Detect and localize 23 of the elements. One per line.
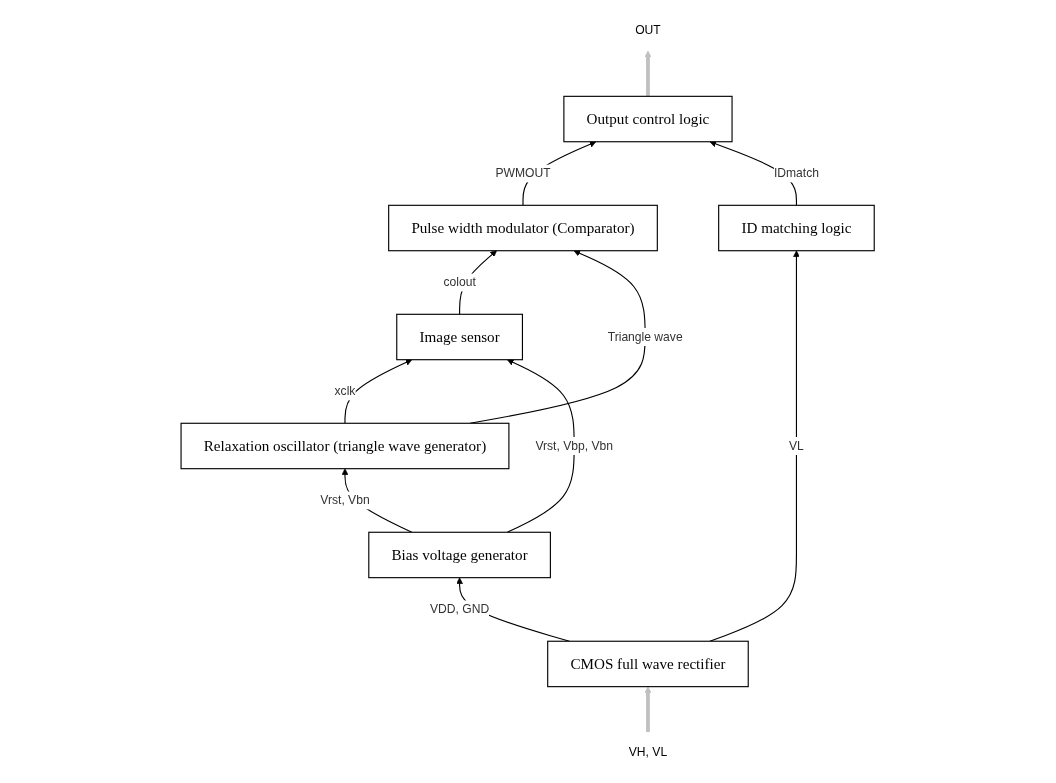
edge-label: PWMOUT <box>495 166 551 180</box>
node-box: Image sensor <box>396 313 524 361</box>
node-box: Pulse width modulator (Comparator) <box>388 204 659 252</box>
arrow <box>344 359 413 424</box>
arrow <box>645 686 652 733</box>
node-text: VH, VL <box>629 745 668 759</box>
edge-label: xclk <box>334 384 356 398</box>
edge-label: Vrst, Vbn <box>320 493 371 507</box>
arrow <box>645 50 652 97</box>
node-box: Bias voltage generator <box>368 531 552 579</box>
node-text: OUT <box>635 23 662 37</box>
edge-label: Vrst, Vbp, Vbn <box>535 439 614 453</box>
edge-label: Triangle wave <box>608 330 684 344</box>
edge-label: IDmatch <box>774 166 820 180</box>
arrow <box>507 359 576 533</box>
edge-label: VL <box>789 439 805 453</box>
edge-label: VDD, GND <box>430 602 490 616</box>
node-box: Output control logic <box>563 95 733 143</box>
edge-label: colout <box>443 275 477 289</box>
node-box: ID matching logic <box>718 204 876 252</box>
node-box: CMOS full wave rectifier <box>547 640 750 688</box>
node-box: Relaxation oscillator (triangle wave generator) <box>180 422 510 470</box>
arrow <box>709 250 801 642</box>
